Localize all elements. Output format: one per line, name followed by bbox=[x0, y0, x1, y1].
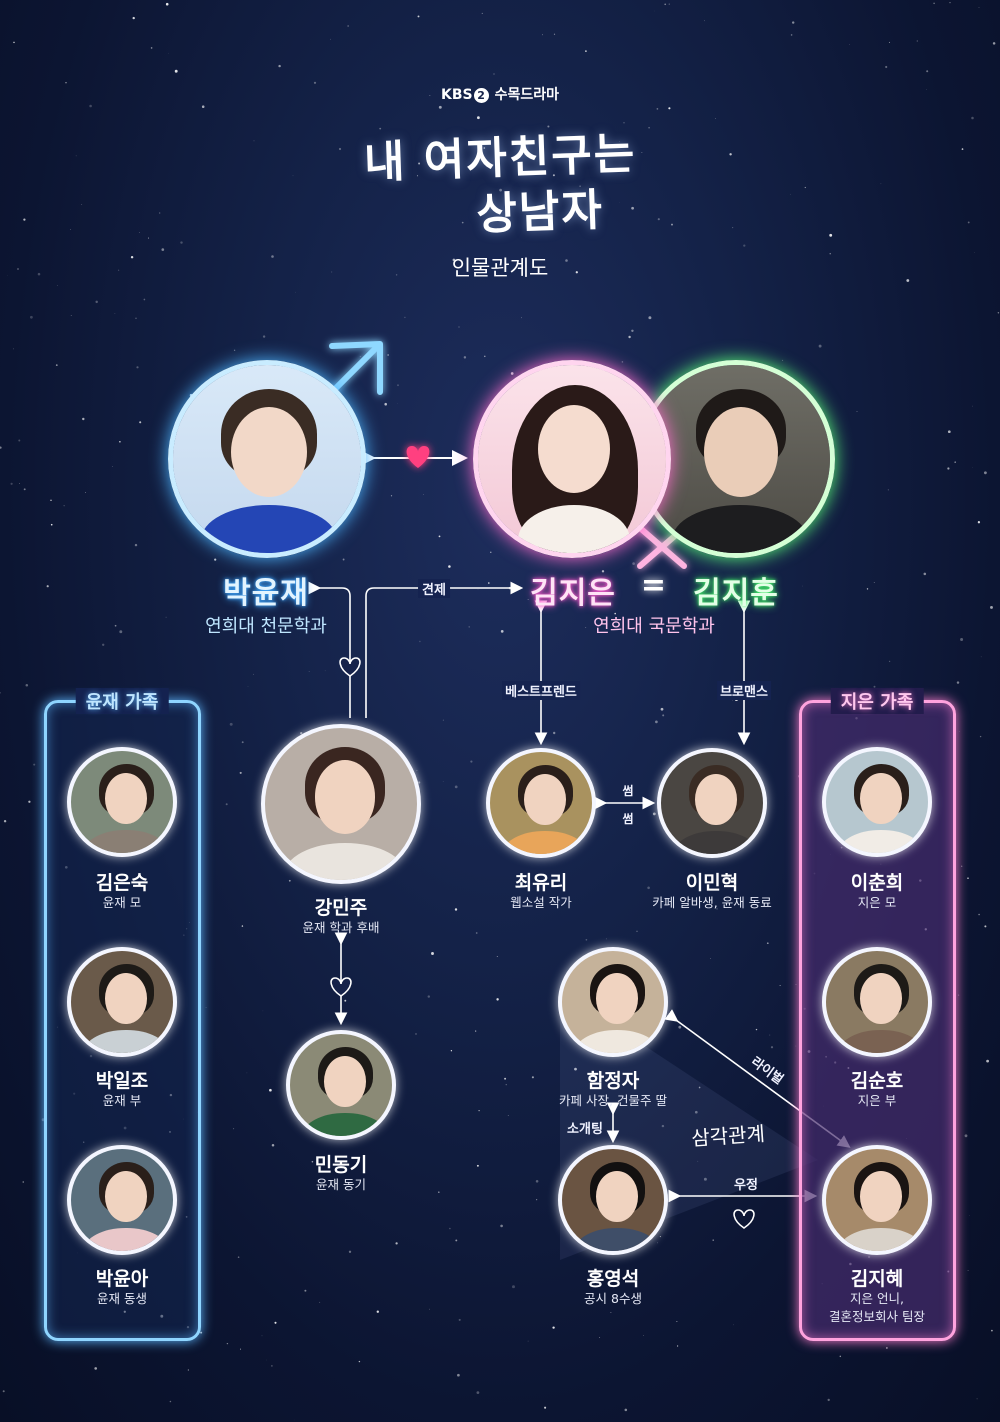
jieun-family-mother-name: 이춘희 bbox=[850, 872, 904, 894]
jieun-name: 김지은 bbox=[530, 576, 616, 611]
yunjae-family-sister-name: 박윤아 bbox=[95, 1268, 149, 1290]
jeongja-portrait bbox=[558, 947, 668, 1057]
minju-desc: 윤재 학과 후배 bbox=[302, 920, 380, 935]
jieun-family-sister-name: 김지혜 bbox=[850, 1268, 904, 1290]
minhyuk-portrait bbox=[657, 748, 767, 858]
yuri-name: 최유리 bbox=[514, 872, 568, 894]
youngseok-name: 홍영석 bbox=[586, 1268, 640, 1290]
youngseok-portrait bbox=[558, 1145, 668, 1255]
jieun-family-mother-portrait bbox=[822, 747, 932, 857]
yunjae-family-father-name: 박일조 bbox=[95, 1070, 149, 1092]
best-friend-label: 베스트프렌드 bbox=[502, 681, 580, 700]
minju-name: 강민주 bbox=[314, 897, 368, 919]
blind-date-label: 소개팅 bbox=[567, 1122, 603, 1137]
jieun-family-sister-desc: 지은 언니, bbox=[850, 1291, 904, 1306]
jieun-family-mother-desc: 지은 모 bbox=[857, 895, 897, 910]
heart-outline-icon bbox=[733, 1209, 755, 1229]
jieun-family-father-desc: 지은 부 bbox=[857, 1093, 897, 1108]
youngseok-desc: 공시 8수생 bbox=[584, 1291, 642, 1306]
yunjae-family-sister-desc: 윤재 동생 bbox=[97, 1291, 147, 1306]
donggi-portrait bbox=[286, 1030, 396, 1140]
yuri-desc: 웹소설 작가 bbox=[510, 895, 572, 910]
jieun-family-sister-portrait bbox=[822, 1145, 932, 1255]
some-label-top: 썸 bbox=[622, 784, 634, 798]
donggi-desc: 윤재 동기 bbox=[316, 1177, 366, 1192]
heart-outline-icon bbox=[339, 657, 361, 677]
yunjae-family-father-desc: 윤재 부 bbox=[102, 1093, 142, 1108]
slot-label: 수목드라마 bbox=[494, 87, 560, 103]
chart-subtitle: 인물관계도 bbox=[451, 256, 549, 280]
jeongja-name: 함정자 bbox=[586, 1070, 640, 1092]
some-label-bottom: 썸 bbox=[622, 812, 634, 826]
yunjae-family-mother-portrait bbox=[67, 747, 177, 857]
yuri-portrait bbox=[486, 748, 596, 858]
bromance-label: 브로맨스 bbox=[717, 681, 771, 700]
yunjae-family-father-portrait bbox=[67, 947, 177, 1057]
network-number-badge: 2 bbox=[473, 88, 489, 103]
yunjae-portrait bbox=[168, 360, 366, 558]
heart-outline-icon bbox=[330, 977, 352, 997]
jeongja-desc: 카페 사장, 건물주 딸 bbox=[559, 1093, 667, 1108]
jieun-desc: 연희대 국문학과 bbox=[593, 616, 715, 637]
donggi-name: 민동기 bbox=[314, 1154, 368, 1176]
jihun-portrait bbox=[637, 360, 835, 558]
yunjae-family-mother-desc: 윤재 모 bbox=[102, 895, 142, 910]
jieun-family-father-name: 김순호 bbox=[850, 1070, 904, 1092]
yunjae-family-mother-name: 김은숙 bbox=[95, 872, 149, 894]
friendship-label: 우정 bbox=[734, 1178, 758, 1193]
jieun-portrait bbox=[473, 360, 671, 558]
minju-portrait bbox=[261, 724, 421, 884]
jieun-family-father-portrait bbox=[822, 947, 932, 1057]
triangle-label: 삼각관계 bbox=[690, 1121, 766, 1151]
minhyuk-desc: 카페 알바생, 윤재 동료 bbox=[652, 895, 772, 910]
yunjae-name: 박윤재 bbox=[223, 576, 309, 611]
yunjae-family-label: 윤재 가족 bbox=[75, 688, 169, 714]
yunjae-desc: 연희대 천문학과 bbox=[205, 616, 327, 637]
heart-icon bbox=[406, 446, 430, 468]
rivalry-label: 견제 bbox=[418, 579, 450, 598]
jieun-family-sister-desc-2: 결혼정보회사 팀장 bbox=[829, 1309, 925, 1324]
network-logo: KBS bbox=[440, 87, 473, 103]
jihun-name: 김지훈 bbox=[693, 576, 779, 611]
minhyuk-name: 이민혁 bbox=[685, 872, 739, 894]
yunjae-family-sister-portrait bbox=[67, 1145, 177, 1255]
jieun-family-label: 지은 가족 bbox=[830, 688, 924, 714]
equals-sign: = bbox=[640, 568, 668, 603]
